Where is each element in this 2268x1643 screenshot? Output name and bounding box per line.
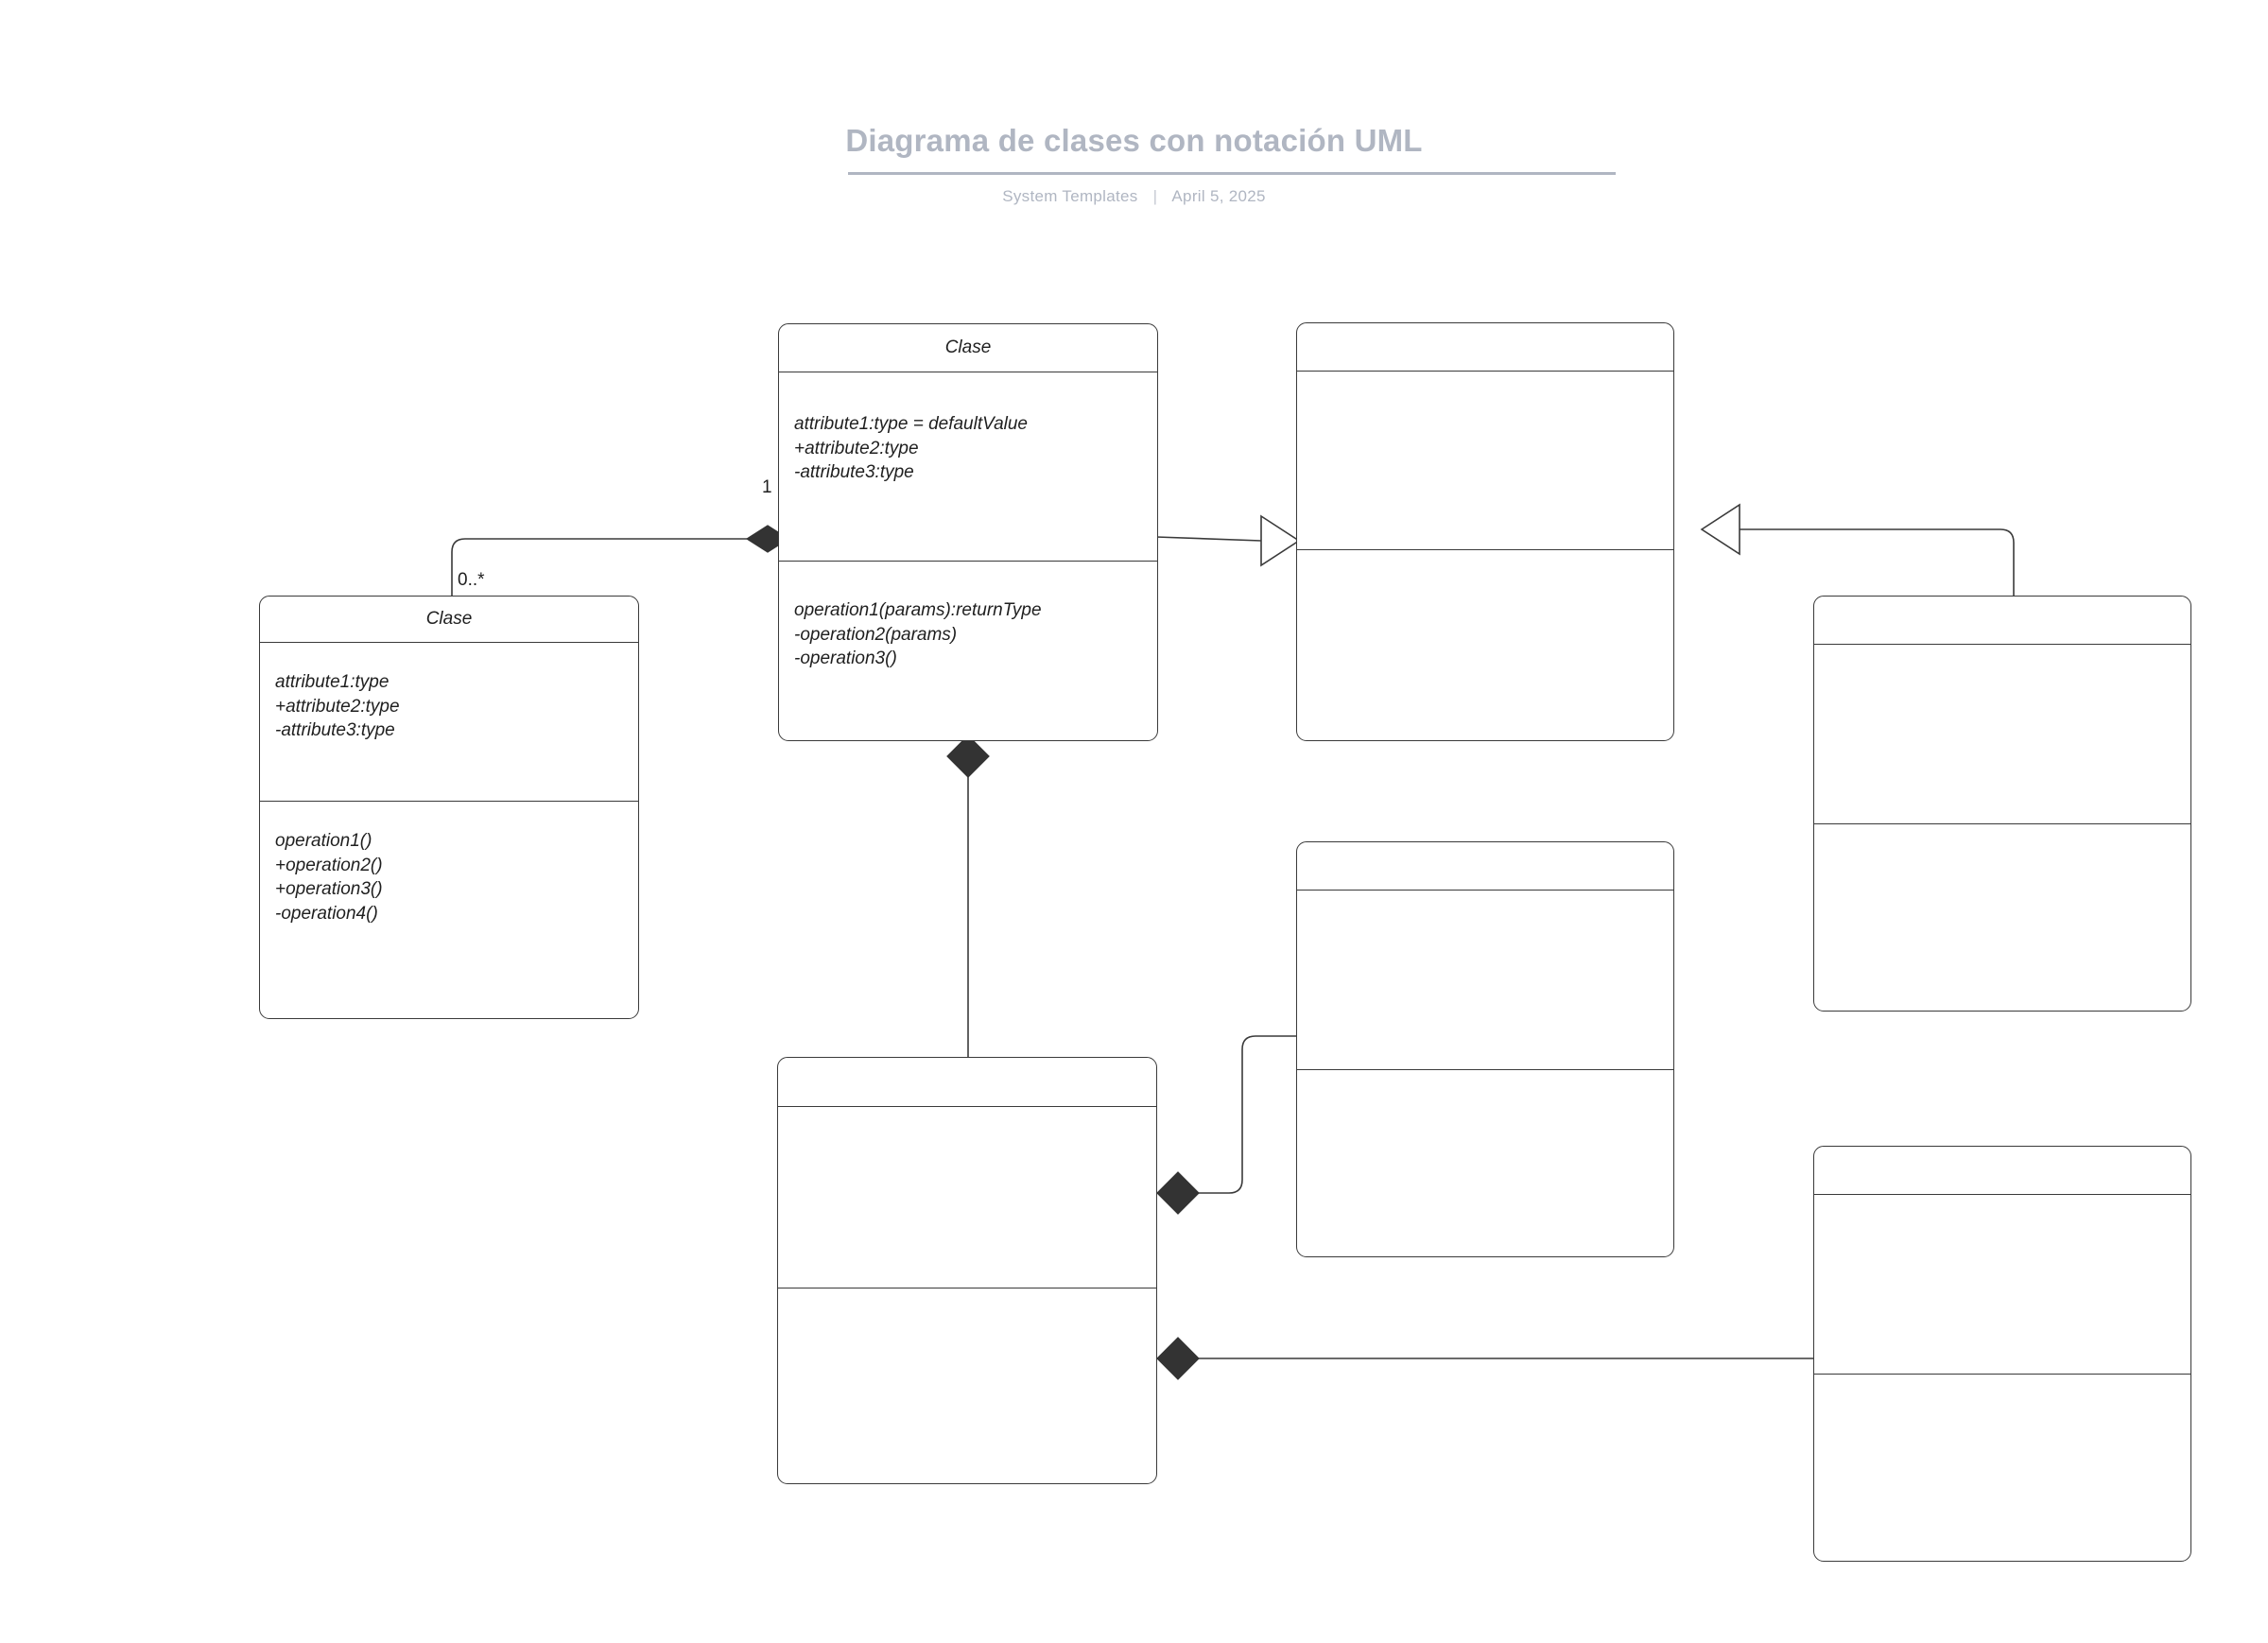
- attribute-item: attribute1:type: [275, 672, 390, 692]
- class-name-compartment: Clase: [260, 597, 638, 642]
- class-attributes-compartment: [1814, 1194, 2190, 1374]
- document-author: System Templates: [1002, 187, 1138, 205]
- meta-separator: |: [1152, 187, 1158, 205]
- attribute-item: -attribute3:type: [275, 720, 395, 740]
- generalization-triangle-icon: [1260, 514, 1301, 567]
- document-date: April 5, 2025: [1171, 187, 1266, 205]
- operation-list: operation1(params):returnType -operation…: [794, 598, 1157, 671]
- class-name-compartment: [1297, 323, 1673, 371]
- page-title: Diagrama de clases con notación UML: [845, 123, 1423, 158]
- class-attributes-compartment: [1297, 371, 1673, 549]
- relationship-composition-bottomright[interactable]: [1156, 1337, 1813, 1380]
- composition-diamond-icon-midright: [1156, 1171, 1200, 1215]
- class-name-compartment: [1297, 842, 1673, 890]
- attribute-list: attribute1:type +attribute2:type -attrib…: [275, 670, 638, 743]
- operation-item: operation1(): [275, 831, 372, 851]
- class-name-label: Clase: [425, 609, 473, 629]
- class-operations-compartment: operation1(params):returnType -operation…: [779, 561, 1157, 739]
- class-name-compartment: [1814, 597, 2190, 644]
- class-attributes-compartment: [1814, 644, 2190, 823]
- class-attributes-compartment: [778, 1106, 1156, 1288]
- class-operations-compartment: [1814, 1374, 2190, 1559]
- class-operations-compartment: [778, 1288, 1156, 1481]
- class-name-compartment: Clase: [779, 324, 1157, 372]
- attribute-item: -attribute3:type: [794, 462, 914, 482]
- uml-class-bottom-right[interactable]: [1813, 1146, 2191, 1562]
- composition-diamond-icon-down: [946, 735, 990, 778]
- document-header: Diagrama de clases con notación UML Syst…: [0, 0, 2268, 227]
- operation-item: +operation3(): [275, 879, 383, 899]
- uml-class-center[interactable]: Clase attribute1:type = defaultValue +at…: [778, 323, 1158, 741]
- attribute-list: attribute1:type = defaultValue +attribut…: [794, 412, 1157, 485]
- operation-item: -operation3(): [794, 649, 897, 668]
- relationship-composition-down[interactable]: [946, 735, 990, 1057]
- uml-class-bottom-center[interactable]: [777, 1057, 1157, 1484]
- operation-list: operation1() +operation2() +operation3()…: [275, 829, 638, 925]
- class-name-compartment: [1814, 1147, 2190, 1194]
- multiplicity-label-target: 0..*: [458, 570, 485, 590]
- class-attributes-compartment: attribute1:type +attribute2:type -attrib…: [260, 642, 638, 801]
- uml-class-mid-right[interactable]: [1296, 841, 1674, 1257]
- class-operations-compartment: [1297, 1069, 1673, 1254]
- multiplicity-label-source: 1: [762, 477, 772, 497]
- document-meta: System Templates | April 5, 2025: [0, 187, 2268, 206]
- generalization-triangle-icon-left: [1700, 503, 1740, 556]
- class-operations-compartment: [1814, 823, 2190, 1009]
- uml-class-right-upper[interactable]: [1813, 596, 2191, 1012]
- attribute-item: attribute1:type = defaultValue: [794, 414, 1028, 434]
- attribute-item: +attribute2:type: [275, 696, 400, 717]
- title-divider: [848, 172, 1616, 175]
- operation-item: +operation2(): [275, 855, 383, 875]
- class-attributes-compartment: [1297, 890, 1673, 1069]
- operation-item: -operation2(params): [794, 624, 958, 645]
- class-operations-compartment: [1297, 549, 1673, 738]
- class-operations-compartment: operation1() +operation2() +operation3()…: [260, 801, 638, 1018]
- uml-class-top-right[interactable]: [1296, 322, 1674, 741]
- relationship-composition-left[interactable]: [451, 525, 790, 596]
- relationship-composition-midright[interactable]: [1156, 1035, 1307, 1215]
- operation-item: operation1(params):returnType: [794, 600, 1042, 620]
- relationship-generalization-right[interactable]: [1700, 503, 2015, 597]
- class-name-compartment: [778, 1058, 1156, 1106]
- composition-diamond-icon-bottomright: [1156, 1337, 1200, 1380]
- operation-item: -operation4(): [275, 903, 378, 924]
- class-attributes-compartment: attribute1:type = defaultValue +attribut…: [779, 372, 1157, 561]
- relationship-generalization-top[interactable]: [1155, 514, 1301, 567]
- uml-class-left[interactable]: Clase attribute1:type +attribute2:type -…: [259, 596, 639, 1019]
- class-name-label: Clase: [944, 337, 992, 357]
- attribute-item: +attribute2:type: [794, 438, 919, 458]
